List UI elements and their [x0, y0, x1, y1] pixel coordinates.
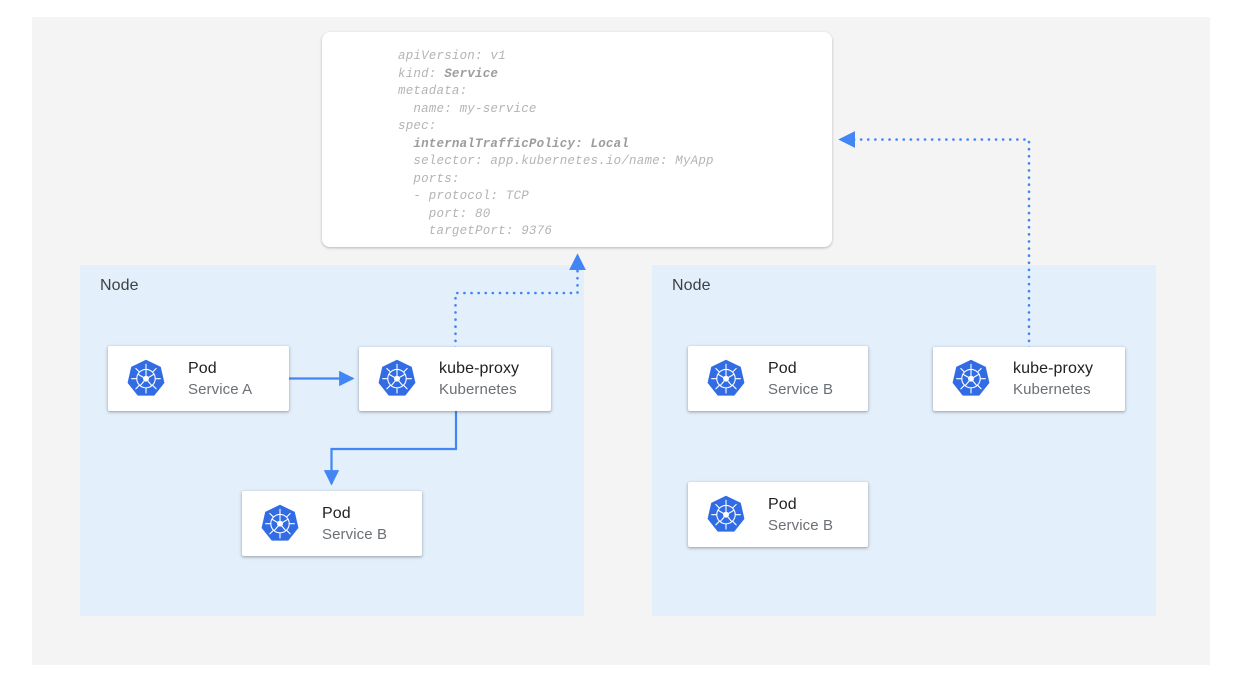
card-kube-proxy-left[interactable]: kube-proxy Kubernetes: [359, 347, 551, 411]
card-title: Pod: [188, 359, 217, 377]
kubernetes-logo-icon: [258, 502, 302, 546]
yaml-line: targetPort: 9376: [398, 224, 553, 238]
yaml-line-internal-traffic-policy: internalTrafficPolicy: Local: [398, 136, 630, 151]
yaml-line: spec:: [398, 119, 437, 133]
card-text: Pod Service B: [768, 358, 833, 400]
card-title: Pod: [322, 504, 351, 522]
card-subtitle: Kubernetes: [1013, 381, 1091, 398]
card-subtitle: Service B: [768, 516, 834, 534]
card-pod-service-b-local[interactable]: Pod Service B: [242, 491, 422, 556]
kubernetes-logo-icon: [704, 493, 748, 537]
card-title: kube-proxy: [439, 360, 520, 377]
service-manifest-card: apiVersion: v1 kind: Service metadata: n…: [322, 32, 832, 247]
kubernetes-logo-icon: [124, 357, 168, 401]
card-subtitle: Kubernetes: [439, 381, 517, 398]
node-container-left: Node: [80, 265, 584, 616]
yaml-line: kind: Service: [398, 66, 499, 81]
card-text: Pod Service B: [768, 494, 833, 536]
yaml-line: metadata:: [398, 84, 468, 98]
yaml-line: name: my-service: [398, 101, 537, 116]
card-text: Pod Service B: [322, 503, 387, 545]
card-subtitle: Service B: [768, 380, 834, 398]
service-manifest-body: apiVersion: v1 kind: Service metadata: n…: [398, 48, 824, 241]
kubernetes-logo-icon: [949, 357, 993, 401]
yaml-line: selector: app.kubernetes.io/name: MyApp: [398, 154, 714, 168]
card-pod-service-a[interactable]: Pod Service A: [108, 346, 289, 411]
kubernetes-logo-icon: [704, 357, 748, 401]
card-title: kube-proxy: [1013, 360, 1094, 377]
yaml-line: - protocol: TCP: [398, 189, 529, 203]
kubernetes-logo-icon: [375, 357, 419, 401]
node-container-right: Node: [652, 265, 1156, 616]
yaml-line: apiVersion: v1: [398, 49, 506, 63]
card-subtitle: Service A: [188, 380, 253, 398]
card-subtitle: Service B: [322, 525, 388, 543]
card-kube-proxy-right[interactable]: kube-proxy Kubernetes: [933, 347, 1125, 411]
card-pod-service-b-remote-2[interactable]: Pod Service B: [688, 482, 868, 547]
yaml-line: port: 80: [398, 206, 491, 221]
node-label-right: Node: [672, 277, 711, 294]
yaml-kind-value: Service: [444, 66, 499, 81]
card-pod-service-b-remote-1[interactable]: Pod Service B: [688, 346, 868, 411]
card-text: kube-proxy Kubernetes: [1013, 358, 1093, 400]
card-title: Pod: [768, 495, 797, 513]
card-text: kube-proxy Kubernetes: [439, 358, 519, 400]
card-text: Pod Service A: [188, 358, 252, 400]
yaml-line: ports:: [398, 171, 460, 186]
node-label-left: Node: [100, 277, 139, 294]
card-title: Pod: [768, 359, 797, 377]
